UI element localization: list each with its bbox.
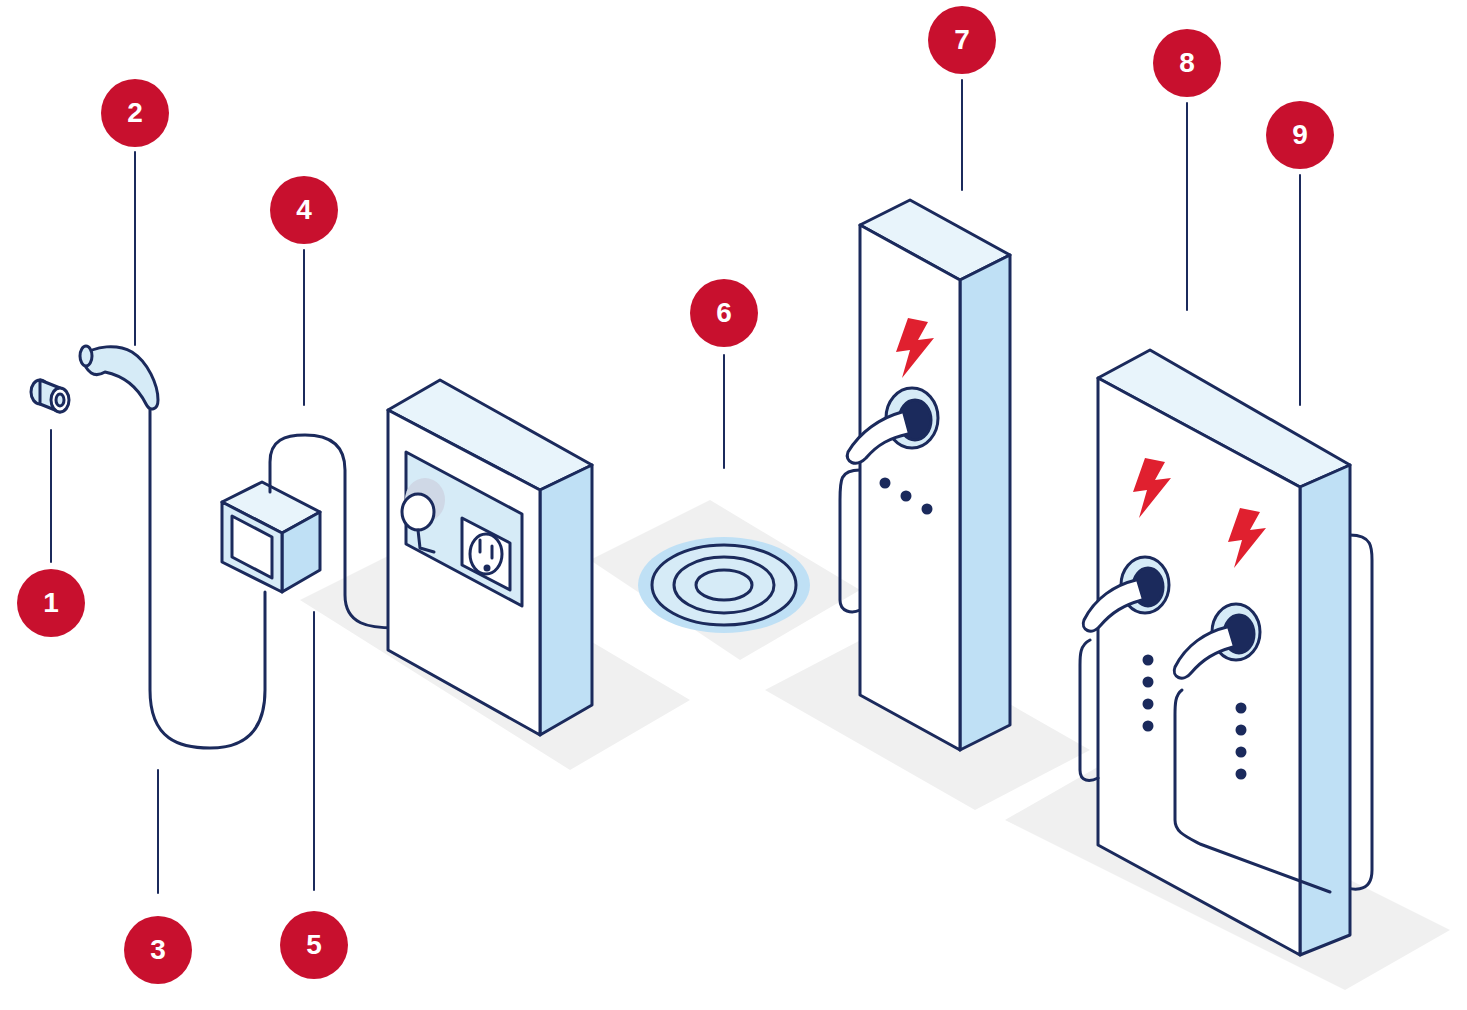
- connector-cap: [31, 380, 69, 412]
- charging-plug: [80, 346, 158, 409]
- callout-number: 9: [1266, 101, 1334, 169]
- callout-number: 6: [690, 279, 758, 347]
- callout-number: 7: [928, 6, 996, 74]
- callout-number: 8: [1153, 29, 1221, 97]
- callout-number: 3: [124, 916, 192, 984]
- wireless-pad: [638, 537, 810, 633]
- wall-outlet-unit: [388, 380, 592, 735]
- pillar-charger: [840, 200, 1010, 750]
- callout-number: 4: [270, 176, 338, 244]
- control-box: [222, 482, 320, 592]
- callout-number: 5: [280, 911, 348, 979]
- dual-charger: [1080, 350, 1372, 955]
- callout-number: 2: [101, 79, 169, 147]
- callout-number: 1: [17, 569, 85, 637]
- lightning-bolts: [896, 318, 1266, 568]
- charging-cable: [150, 410, 265, 748]
